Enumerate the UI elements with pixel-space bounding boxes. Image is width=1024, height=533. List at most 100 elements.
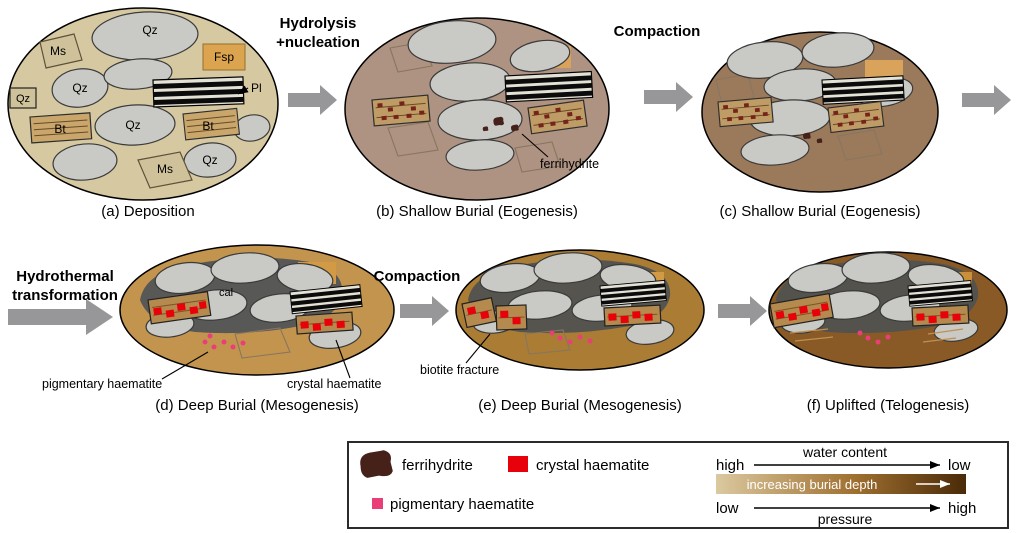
plagioclase-grain <box>504 70 594 103</box>
process-label-hydrolysis: Hydrolysis <box>280 15 357 32</box>
dissolving-grain-outline <box>514 141 561 173</box>
process-label-compaction-bottom: Compaction <box>374 268 461 285</box>
biotite-grain-with-ferrihydrite <box>717 96 774 128</box>
pigmentary-haematite-dot <box>549 330 555 336</box>
quartz-grain <box>52 143 118 181</box>
panel-caption: (d) Deep Burial (Mesogenesis) <box>155 397 358 414</box>
pigmentary-haematite-label: pigmentary haematite <box>42 377 162 391</box>
panel-caption: (e) Deep Burial (Mesogenesis) <box>478 397 681 414</box>
burial-depth-gradient-bar <box>716 474 966 494</box>
mineral-label: Pl <box>251 81 262 95</box>
biotite-fracture-label: biotite fracture <box>420 363 499 377</box>
legend-pigmentary-haematite-label: pigmentary haematite <box>390 496 534 513</box>
pigmentary-haematite-dot <box>865 335 871 341</box>
quartz-grain <box>210 252 280 284</box>
process-label-compaction-top: Compaction <box>614 23 701 40</box>
panel-c: (c) Shallow Burial (Eogenesis) <box>701 31 939 220</box>
quartz-grain <box>9 87 37 109</box>
mineral-label: Bt <box>54 122 66 136</box>
water-content-high-label: high <box>716 457 744 474</box>
pigmentary-haematite-dot <box>857 330 863 336</box>
plagioclase-pointer-arrow <box>237 85 249 95</box>
mineral-label: Qz <box>16 93 30 105</box>
panel-caption: (b) Shallow Burial (Eogenesis) <box>376 203 578 220</box>
mineral-label: cal <box>219 287 233 299</box>
mineral-label: Qz <box>142 23 157 37</box>
process-arrow-d-to-e <box>400 296 449 326</box>
biotite-grain-with-ferrihydrite <box>371 94 431 127</box>
dissolving-grain-outline <box>387 121 439 157</box>
quartz-grain <box>801 32 875 68</box>
ferrihydrite-blob <box>493 116 504 126</box>
feldspar-grain <box>202 43 246 71</box>
pigmentary-haematite-dot <box>587 338 593 344</box>
ferrihydrite-blob <box>803 132 811 140</box>
crystal-haematite-label: crystal haematite <box>287 377 382 391</box>
quartz-grain <box>841 252 911 284</box>
mineral-label: Bt <box>202 119 214 133</box>
quartz-grain <box>94 104 176 146</box>
biotite-grain-with-crystal-haematite <box>295 311 354 335</box>
process-arrow-a-to-b <box>288 85 337 115</box>
burial-depth-label: increasing burial depth <box>747 477 878 492</box>
ferrihydrite-label: ferrihydrite <box>540 157 599 171</box>
panel-caption: (a) Deposition <box>101 203 194 220</box>
mineral-label: Ms <box>157 162 173 176</box>
mineral-label: Qz <box>72 81 87 95</box>
process-arrow-into-d <box>8 299 113 335</box>
muscovite-grain <box>137 151 193 189</box>
clay-streak <box>789 328 829 334</box>
pigmentary-haematite-dot <box>885 334 891 340</box>
clay-streak <box>922 337 957 343</box>
pigmentary-haematite-pointer-line <box>161 351 209 380</box>
process-label-hydrolysis: +nucleation <box>276 34 360 51</box>
panel-e: biotite fracture (e) Deep Burial (Mesoge… <box>420 249 705 414</box>
pigmentary-haematite-dot <box>567 339 573 345</box>
dissolving-grain-outline <box>234 327 291 359</box>
panel-caption: (f) Uplifted (Telogenesis) <box>807 397 970 414</box>
biotite-grain-with-crystal-haematite <box>911 304 970 327</box>
ferrihydrite-pointer-line <box>521 133 549 158</box>
pigmentary-haematite-dot <box>207 333 213 339</box>
panel-a: Ms Qz Qz Qz Qz Qz Ms Bt Bt Fsp Pl (a) De… <box>7 7 279 220</box>
process-arrow-after-c <box>962 85 1011 115</box>
ferrihydrite-icon <box>360 450 393 478</box>
quartz-grain <box>509 39 571 73</box>
biotite-grain-with-crystal-haematite <box>603 304 662 327</box>
pigmentary-haematite-dot <box>557 335 563 341</box>
ferrihydrite-blob <box>482 126 489 132</box>
process-arrow-b-to-c <box>644 82 693 112</box>
quartz-grain <box>533 252 603 284</box>
panel-f: (f) Uplifted (Telogenesis) <box>768 251 1008 414</box>
pigmentary-haematite-dot <box>577 334 583 340</box>
process-label-hydrothermal: transformation <box>12 287 118 304</box>
ferrihydrite-blob <box>511 124 519 132</box>
mineral-label: Qz <box>125 118 140 132</box>
dissolving-grain-outline <box>715 73 755 105</box>
panel-caption: (c) Shallow Burial (Eogenesis) <box>720 203 921 220</box>
pigmentary-haematite-dot <box>221 339 227 345</box>
panel-d: cal pigmentary haematite crystal haemati… <box>42 244 395 414</box>
water-content-label: water content <box>802 444 887 460</box>
plagioclase-grain <box>152 76 245 108</box>
fractured-biotite-fragment <box>495 304 528 331</box>
pressure-low-label: low <box>716 500 739 517</box>
mineral-label: Qz <box>202 153 217 167</box>
quartz-grain <box>740 134 810 166</box>
panel-b: ferrihydrite (b) Shallow Burial (Eogenes… <box>344 17 610 220</box>
process-arrow-e-to-f <box>718 296 767 326</box>
pigmentary-haematite-dot <box>202 339 208 345</box>
pigmentary-haematite-dot <box>230 344 236 350</box>
crystal-haematite-pointer-line <box>335 339 351 379</box>
pressure-label: pressure <box>818 511 873 527</box>
mineral-label: Ms <box>50 44 66 58</box>
water-content-low-label: low <box>948 457 971 474</box>
ferrihydrite-blob <box>816 138 823 144</box>
plagioclase-grain <box>821 75 905 105</box>
pigmentary-haematite-icon <box>372 498 383 509</box>
pigmentary-haematite-dot <box>240 340 246 346</box>
process-label-hydrothermal: Hydrothermal <box>16 268 114 285</box>
dissolving-grain-outline <box>837 129 883 161</box>
